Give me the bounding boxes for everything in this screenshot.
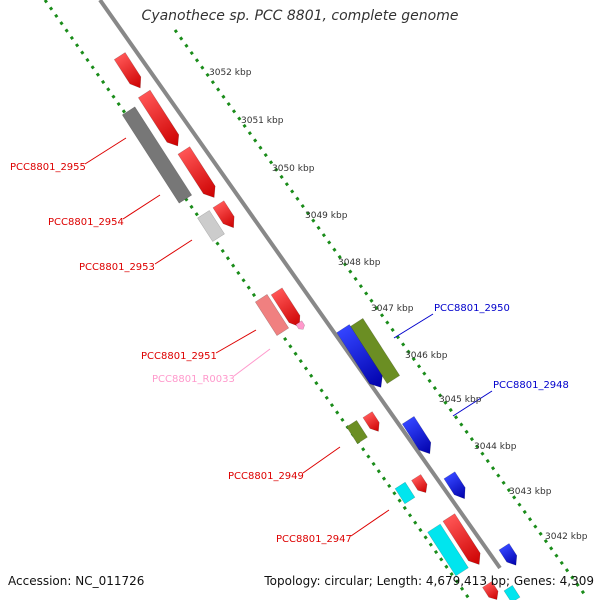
tick-label: 3047 kbp — [371, 304, 414, 314]
feature-arrow-blue — [498, 543, 518, 566]
feature-arrow-red — [177, 146, 216, 198]
genome-backbone — [98, 0, 502, 570]
gene-label: PCC8801_2954 — [48, 217, 124, 228]
gene-label: PCC8801_R0033 — [152, 374, 235, 385]
tick-label: 3042 kbp — [545, 532, 588, 542]
feature-arrow-red — [482, 581, 499, 600]
label-leader-line — [452, 390, 493, 417]
feature-arrow-red — [362, 411, 380, 432]
feature-bar-cyan — [503, 585, 521, 600]
tick-label: 3045 kbp — [439, 395, 482, 405]
tick-label: 3049 kbp — [305, 211, 348, 221]
feature-arrow-red — [113, 52, 142, 89]
label-leader-line — [122, 194, 161, 220]
feature-arrow-red — [212, 200, 235, 229]
inner-dotted-track — [43, 0, 472, 600]
tick-label: 3048 kbp — [338, 258, 381, 268]
gene-label: PCC8801_2949 — [228, 471, 304, 482]
feature-bar-pink — [254, 294, 290, 336]
map-title: Cyanothece sp. PCC 8801, complete genome — [141, 8, 459, 24]
tick-label: 3043 kbp — [509, 487, 552, 497]
gene-label: PCC8801_2947 — [276, 534, 352, 545]
tick-label: 3050 kbp — [272, 164, 315, 174]
feature-arrow-pink — [295, 320, 305, 330]
feature-arrow-blue — [401, 416, 432, 455]
gene-label: PCC8801_2948 — [493, 380, 569, 391]
accession-label: Accession: NC_011726 — [8, 574, 145, 588]
gene-label: PCC8801_2953 — [79, 262, 155, 273]
feature-arrow-red — [137, 89, 180, 147]
feature-arrow-blue — [443, 471, 466, 500]
gene-label: PCC8801_2955 — [10, 162, 86, 173]
feature-arrow-blue — [336, 324, 383, 388]
feature-bar-olive — [349, 318, 401, 384]
feature-arrow-red — [442, 513, 481, 565]
label-leader-line — [350, 509, 390, 537]
gene-label: PCC8801_2951 — [141, 351, 217, 362]
label-leader-line — [154, 239, 193, 265]
feature-bar-olive — [346, 419, 368, 445]
tick-label: 3051 kbp — [241, 116, 284, 126]
tick-label: 3044 kbp — [474, 442, 517, 452]
feature-arrow-red — [270, 287, 301, 328]
feature-bar-lightgray — [197, 210, 225, 242]
label-leader-line — [233, 348, 271, 377]
feature-bar-gray — [121, 106, 193, 204]
label-leader-line — [393, 313, 434, 339]
label-leader-line — [215, 329, 257, 354]
feature-arrow-red — [411, 474, 428, 493]
topology-label: Topology: circular; Length: 4,679,413 bp… — [264, 574, 594, 588]
tick-label: 3046 kbp — [405, 351, 448, 361]
feature-bar-cyan — [394, 481, 416, 505]
label-leader-line — [302, 446, 341, 474]
feature-bar-cyan — [427, 523, 469, 577]
label-leader-line — [84, 137, 127, 165]
gene-label: PCC8801_2950 — [434, 303, 510, 314]
tick-label: 3052 kbp — [209, 68, 252, 78]
